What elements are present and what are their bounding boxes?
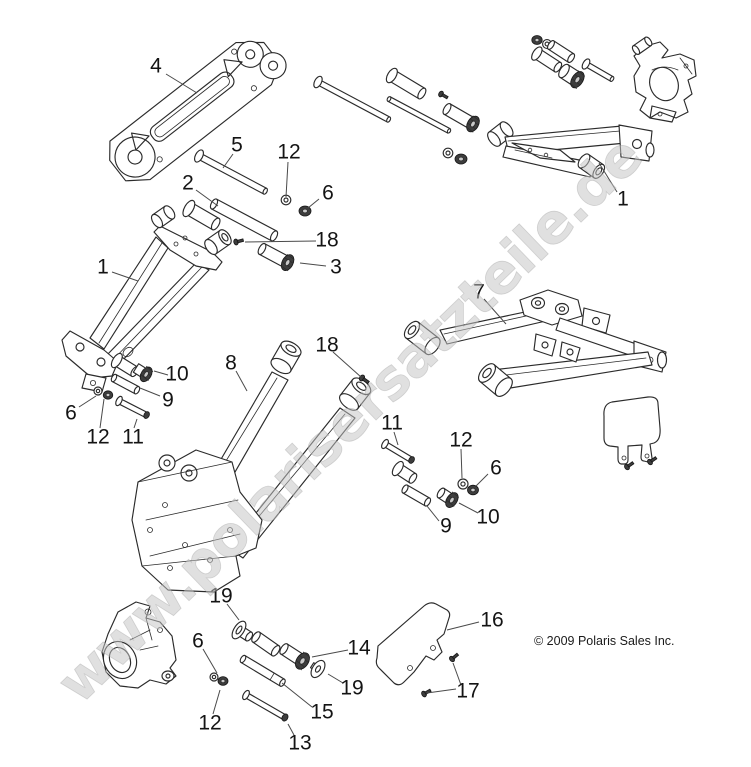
fastener-cluster-top-right xyxy=(531,35,615,90)
callout-13: 13 xyxy=(288,732,311,755)
callout-17: 17 xyxy=(456,680,479,703)
leader-line-6 xyxy=(307,198,320,209)
knuckle-left xyxy=(101,601,177,689)
bolt-3 xyxy=(257,242,295,272)
callout-16: 16 xyxy=(480,609,503,632)
leader-line-11 xyxy=(393,431,399,446)
knuckle-right xyxy=(631,36,697,123)
leader-line-12 xyxy=(460,448,463,479)
sleeve-top-center xyxy=(385,67,427,100)
callout-2: 2 xyxy=(182,172,194,195)
callout-18: 18 xyxy=(315,229,338,252)
callout-3: 3 xyxy=(330,256,342,279)
leader-line-7 xyxy=(483,298,507,325)
bolt-top-center xyxy=(313,75,392,123)
leader-line-1 xyxy=(598,162,618,193)
washer-12-right xyxy=(442,147,454,159)
callout-8: 8 xyxy=(225,352,237,375)
leader-line-6 xyxy=(202,648,218,674)
copyright-text: © 2009 Polaris Sales Inc. xyxy=(534,634,675,648)
leader-line-12 xyxy=(212,689,221,715)
leader-line-1 xyxy=(111,271,139,282)
leader-line-8 xyxy=(235,370,248,392)
callout-18: 18 xyxy=(315,334,338,357)
callout-1: 1 xyxy=(97,256,109,279)
control-arm-1-right xyxy=(487,121,655,179)
fastener-cluster-center xyxy=(381,438,479,508)
leader-line-18 xyxy=(244,240,317,243)
callout-6: 6 xyxy=(490,457,502,480)
leader-line-3 xyxy=(299,262,327,267)
callout-12: 12 xyxy=(86,426,109,449)
leader-line-19 xyxy=(327,673,344,684)
callout-19: 19 xyxy=(209,585,232,608)
leader-line-17 xyxy=(452,662,462,686)
leader-line-6 xyxy=(78,395,97,408)
leader-line-2 xyxy=(195,189,219,207)
callout-4: 4 xyxy=(150,55,162,78)
leader-line-6 xyxy=(475,473,489,487)
guard-plate-16 xyxy=(375,602,460,698)
sleeve-2 xyxy=(209,198,279,242)
callout-19: 19 xyxy=(340,677,363,700)
fastener-cluster-left xyxy=(93,352,154,419)
callout-15: 15 xyxy=(310,701,333,724)
callout-12: 12 xyxy=(198,712,221,735)
part-4-stabilizer-brace xyxy=(109,40,287,182)
nut-6-right xyxy=(454,153,468,165)
leader-line-12 xyxy=(285,161,289,198)
callout-11: 11 xyxy=(381,412,403,435)
leader-line-17 xyxy=(426,688,457,694)
leader-line-13 xyxy=(287,723,295,736)
callout-leader-lines xyxy=(78,73,618,736)
callout-10: 10 xyxy=(165,363,188,386)
guard-plate-right xyxy=(603,396,661,471)
leader-line-9 xyxy=(426,505,440,522)
rod-top-center xyxy=(386,96,452,134)
callout-1: 1 xyxy=(617,188,629,211)
callout-14: 14 xyxy=(347,637,371,660)
callout-10: 10 xyxy=(476,506,499,529)
callout-5: 5 xyxy=(231,134,243,157)
leader-line-9 xyxy=(139,387,161,397)
bolt-5 xyxy=(193,149,268,195)
leader-line-18 xyxy=(332,351,362,378)
callout-12: 12 xyxy=(277,141,300,164)
leader-line-10 xyxy=(458,502,479,514)
callout-9: 9 xyxy=(162,389,174,412)
screw-18-center-icon xyxy=(233,238,245,246)
control-arm-1-left xyxy=(61,205,232,393)
callout-9: 9 xyxy=(440,515,452,538)
nut-6-top xyxy=(298,205,312,217)
callout-7: 7 xyxy=(473,281,485,304)
leader-line-10 xyxy=(153,370,169,376)
callout-6: 6 xyxy=(322,182,334,205)
control-arm-7 xyxy=(403,289,668,397)
watermark-text: www.polarisersatzteile.de xyxy=(45,124,654,716)
leader-line-14 xyxy=(311,649,349,658)
bolt-3-right xyxy=(442,103,480,133)
screw-18-top-icon xyxy=(438,90,449,100)
leader-line-4 xyxy=(165,73,198,94)
leader-line-11 xyxy=(133,418,138,429)
leader-line-15 xyxy=(281,682,313,708)
fastener-cluster-bottom xyxy=(209,620,326,722)
callout-11: 11 xyxy=(122,426,144,449)
bushing-2-flanged xyxy=(182,199,221,231)
trailing-arm-8 xyxy=(131,340,372,593)
callout-6: 6 xyxy=(192,630,204,653)
callout-6: 6 xyxy=(65,402,77,425)
washer-12-top xyxy=(280,194,292,206)
leader-line-5 xyxy=(222,153,234,169)
leader-line-19 xyxy=(226,603,240,621)
leader-line-16 xyxy=(446,621,480,631)
leader-line-12 xyxy=(99,398,105,429)
callout-12: 12 xyxy=(449,429,472,452)
